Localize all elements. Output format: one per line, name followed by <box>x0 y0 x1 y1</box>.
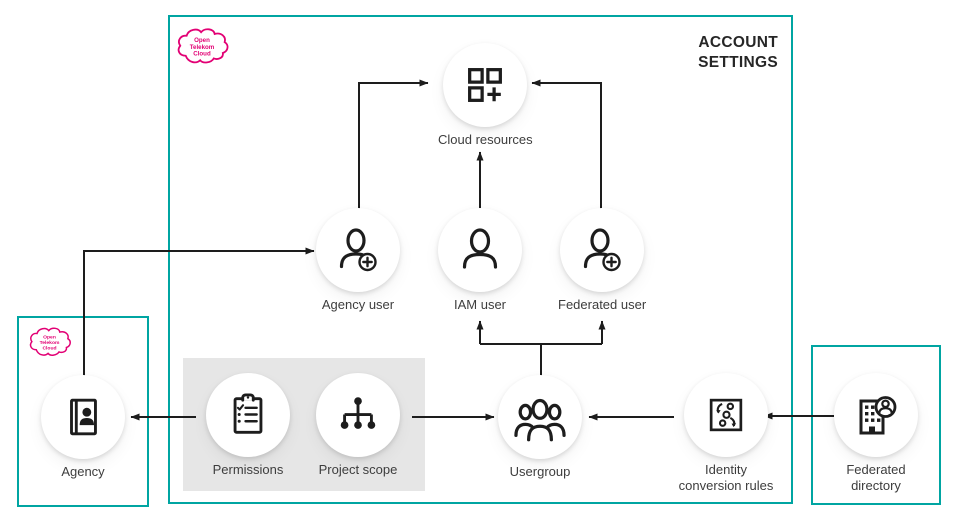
cloud-outline-icon <box>29 327 71 356</box>
node-label: Project scope <box>318 462 398 477</box>
logo-line: Cloud <box>42 346 56 352</box>
node-agency-user: Agency user <box>316 208 400 313</box>
logo-line: Telekom <box>190 44 215 51</box>
node-iam-user: IAM user <box>438 208 522 313</box>
node-circle <box>498 375 582 459</box>
node-federated-directory: Federated directory <box>834 373 918 493</box>
node-label: IAM user <box>453 297 506 312</box>
cloud-outline-icon <box>177 28 229 64</box>
node-circle <box>438 208 522 292</box>
conversion-icon <box>709 398 743 432</box>
hierarchy-icon <box>340 397 376 429</box>
node-usergroup: Usergroup <box>498 375 582 480</box>
node-identity-conversion-rules: Identity conversion rules <box>674 373 778 493</box>
user-plus-icon <box>339 228 377 272</box>
user-plus-icon <box>583 228 621 272</box>
building-user-icon <box>859 396 897 435</box>
node-circle <box>206 373 290 457</box>
node-project-scope: Project scope <box>316 373 400 478</box>
node-agency: Agency <box>41 375 125 480</box>
cloud-resources-icon <box>468 68 503 102</box>
usergroup-icon <box>514 398 566 442</box>
node-label: Permissions <box>212 462 284 477</box>
logo-line: Open <box>194 37 210 44</box>
node-circle <box>560 208 645 292</box>
node-label: Federated user <box>558 297 647 312</box>
node-permissions: Permissions <box>206 373 290 478</box>
node-label: Usergroup <box>509 464 571 479</box>
node-label: Cloud resources <box>438 132 533 147</box>
node-label: Agency <box>61 464 105 479</box>
logo-line: Open <box>43 335 56 341</box>
user-icon <box>462 228 498 269</box>
node-circle <box>684 373 768 457</box>
node-circle <box>443 43 528 127</box>
page-title: ACCOUNT SETTINGS <box>698 34 778 71</box>
federated-directory-boundary <box>811 345 941 505</box>
logo-line: Cloud <box>193 51 211 58</box>
address-book-icon <box>70 398 97 436</box>
node-circle <box>316 373 400 457</box>
open-telekom-cloud-logo: Open Telekom Cloud <box>29 327 71 356</box>
node-cloud-resources: Cloud resources <box>438 43 533 148</box>
node-circle <box>41 375 125 459</box>
node-label: Agency user <box>321 297 395 312</box>
node-label: Identity conversion rules <box>678 462 774 493</box>
node-circle <box>316 208 400 292</box>
node-label: Federated directory <box>846 462 906 493</box>
logo-line: Telekom <box>40 340 60 346</box>
node-federated-user: Federated user <box>558 208 646 313</box>
node-circle <box>834 373 918 457</box>
checklist-icon <box>233 393 263 434</box>
open-telekom-cloud-logo: Open Telekom Cloud <box>177 28 229 64</box>
